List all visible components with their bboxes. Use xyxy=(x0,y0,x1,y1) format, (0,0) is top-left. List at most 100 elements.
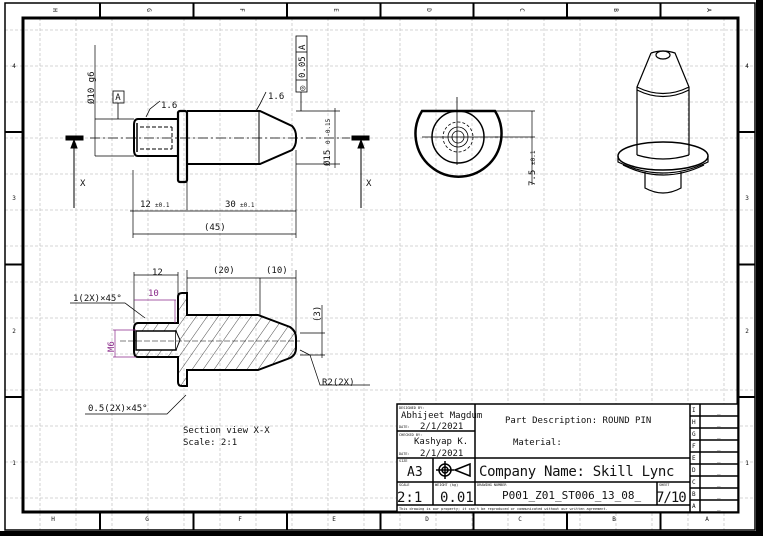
total-length-dim: (45) xyxy=(204,223,226,233)
revision-letter: B xyxy=(692,491,696,498)
revision-letter: A xyxy=(692,503,696,510)
designed-by: Abhijeet Magdum xyxy=(401,411,482,421)
scale-value: 2:1 xyxy=(397,490,422,506)
section-dim-12: 12 xyxy=(152,268,163,278)
revision-letter: C xyxy=(692,479,696,486)
shank-length-tol: ±0.1 xyxy=(155,202,170,209)
zone-column-label: G xyxy=(145,8,152,12)
revision-letter: F xyxy=(692,443,696,450)
zone-column-label: A xyxy=(705,516,709,523)
zone-column-label: A xyxy=(705,8,712,12)
zone-column-label: D xyxy=(425,8,432,12)
side-height-dim: 7.5 xyxy=(528,170,538,186)
date-label: DATE: xyxy=(399,425,410,429)
revision-letter: D xyxy=(692,467,696,474)
section-mark-right: X xyxy=(366,179,372,189)
zone-column-label: C xyxy=(518,516,522,523)
zone-column-label: E xyxy=(332,516,336,523)
isometric-view xyxy=(617,50,709,194)
section-dim-3: (3) xyxy=(313,306,323,322)
revision-value: _ xyxy=(717,456,721,463)
size-value: A3 xyxy=(407,465,423,480)
weight-label: WEIGHT (kg) xyxy=(435,483,458,487)
revision-value: _ xyxy=(717,432,721,439)
zone-row-label: 2 xyxy=(745,328,749,335)
radius-label: R2(2X) xyxy=(322,378,355,388)
bottom-edge xyxy=(0,531,763,536)
zone-column-label: H xyxy=(51,8,58,12)
projection-symbol-icon xyxy=(436,461,471,479)
section-view xyxy=(70,270,370,415)
sheet-value: 7/10 xyxy=(656,490,686,506)
zone-column-label: C xyxy=(518,8,525,12)
section-title: Section view X-X xyxy=(183,426,270,436)
weight-value: 0.01 xyxy=(440,490,474,506)
revision-value: _ xyxy=(717,420,721,427)
checked-date: 2/1/2021 xyxy=(420,449,463,459)
drawing-number-label: DRAWING NUMBER xyxy=(477,483,507,487)
zone-row-label: 4 xyxy=(12,63,16,70)
shank-diameter-dim: Ø10 g6 xyxy=(86,71,97,104)
zone-column-label: E xyxy=(332,8,339,12)
thread-size-dim: M6 xyxy=(107,341,117,352)
designed-date: 2/1/2021 xyxy=(420,422,463,432)
revision-letter: G xyxy=(692,431,696,438)
revision-value: _ xyxy=(717,444,721,451)
revision-value: _ xyxy=(717,480,721,487)
body-length-tol: ±0.1 xyxy=(240,202,255,209)
right-edge xyxy=(756,0,763,536)
revision-letter: H xyxy=(692,419,696,426)
zone-row-label: 3 xyxy=(12,195,16,202)
zone-row-label: 3 xyxy=(745,195,749,202)
revision-table: I _ H _ G _ F _ E _ D _ C _ B _ A _ xyxy=(690,407,738,511)
checked-by: Kashyap K. xyxy=(414,437,468,447)
zone-column-label: G xyxy=(145,516,149,523)
tolerance-value: 0.05 xyxy=(298,56,308,78)
zone-row-label: 1 xyxy=(12,460,16,467)
shank-length-dim: 12 xyxy=(140,200,151,210)
section-dim-10: (10) xyxy=(266,266,288,276)
body-diameter-tol: 0 -0.15 xyxy=(325,118,332,144)
checked-by-label: CHECKED BY: xyxy=(399,433,422,437)
body-diameter-dim: Ø15 xyxy=(322,150,333,166)
title-block xyxy=(396,403,739,513)
roughness-1: 1.6 xyxy=(161,101,177,111)
checked-date-label: DATE: xyxy=(399,452,410,456)
revision-letter: E xyxy=(692,455,696,462)
section-mark-left: X xyxy=(80,179,86,189)
designed-by-label: DESIGNED BY: xyxy=(399,406,424,410)
section-dim-20: (20) xyxy=(213,266,235,276)
zone-row-label: 1 xyxy=(745,460,749,467)
tolerance-symbol: ◎ xyxy=(298,85,308,91)
material: Material: xyxy=(513,438,562,448)
section-scale: Scale: 2:1 xyxy=(183,438,237,448)
revision-letter: I xyxy=(692,407,696,414)
revision-value: _ xyxy=(717,468,721,475)
zone-column-label: B xyxy=(612,8,619,12)
drawing-number: P001_Z01_ST006_13_08_ xyxy=(502,489,641,502)
side-view xyxy=(414,97,535,185)
zone-column-label: F xyxy=(238,8,245,12)
zone-column-label: B xyxy=(612,516,616,523)
zone-row-label: 4 xyxy=(745,63,749,70)
size-label: SIZE xyxy=(399,459,407,463)
zone-column-label: D xyxy=(425,516,429,523)
side-height-tol: ±0.1 xyxy=(530,150,537,165)
part-description: Part Description: ROUND PIN xyxy=(505,416,651,426)
chamfer-1-label: 1(2X)×45° xyxy=(73,294,122,304)
zone-row-label: 2 xyxy=(12,328,16,335)
thread-length-dim: 10 xyxy=(148,289,159,299)
revision-value: _ xyxy=(717,408,721,415)
zone-column-label: F xyxy=(238,516,242,523)
revision-value: _ xyxy=(717,492,721,499)
revision-value: _ xyxy=(717,504,721,511)
scale-label: SCALE xyxy=(399,483,410,487)
tolerance-datum: A xyxy=(298,44,308,50)
front-view xyxy=(65,35,370,238)
sheet-label: SHEET xyxy=(659,483,670,487)
body-length-dim: 30 xyxy=(225,200,236,210)
company-name: Company Name: Skill Lync xyxy=(479,464,674,480)
